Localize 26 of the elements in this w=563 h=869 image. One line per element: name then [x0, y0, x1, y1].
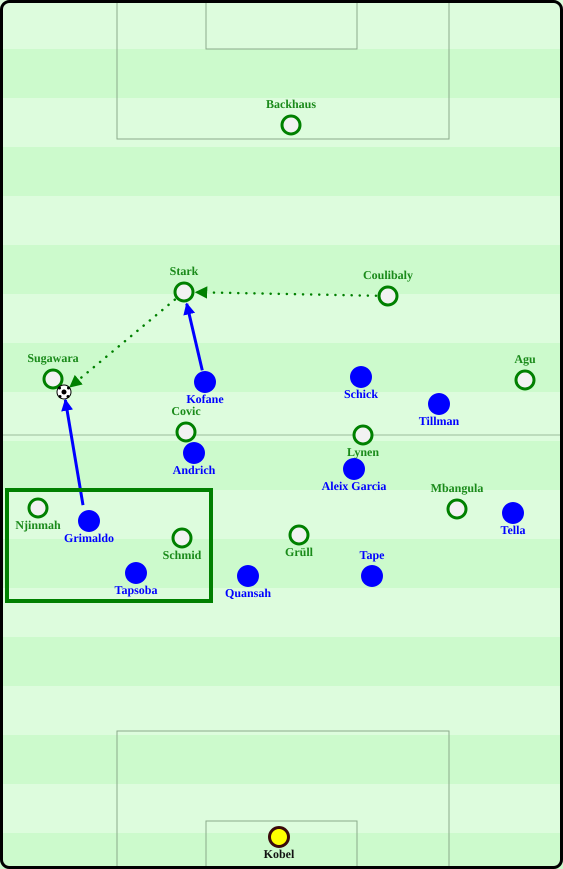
player-name: Njinmah — [15, 519, 61, 532]
player-name: Sugawara — [27, 352, 79, 365]
player-name: Tapsoba — [114, 584, 158, 597]
player-name: Lynen — [347, 446, 379, 459]
player-name: Grimaldo — [64, 532, 114, 545]
player-name: Schmid — [162, 549, 202, 562]
player-name: Aleix Garcia — [322, 480, 386, 493]
dotted-arrow — [68, 298, 176, 388]
player-name: Tella — [500, 524, 526, 537]
player-name: Quansah — [224, 587, 272, 600]
player-name: Agu — [514, 353, 536, 366]
player-name: Tape — [360, 549, 384, 562]
player-name: Covic — [171, 405, 201, 418]
player-name: Grüll — [285, 546, 313, 559]
player-name: Kofane — [186, 393, 224, 406]
player-name: Andrich — [172, 464, 216, 477]
player-name: Tillman — [418, 415, 460, 428]
player-name: Mbangula — [430, 482, 484, 495]
player-name: Schick — [344, 388, 378, 401]
player-name: Coulibaly — [363, 269, 413, 282]
pass-arrow — [183, 302, 204, 371]
player-name: Backhaus — [266, 98, 316, 111]
dotted-arrow — [194, 286, 378, 299]
player-name: Stark — [170, 265, 198, 278]
highlight-box — [5, 488, 213, 603]
player-name: Kobel — [264, 848, 294, 861]
